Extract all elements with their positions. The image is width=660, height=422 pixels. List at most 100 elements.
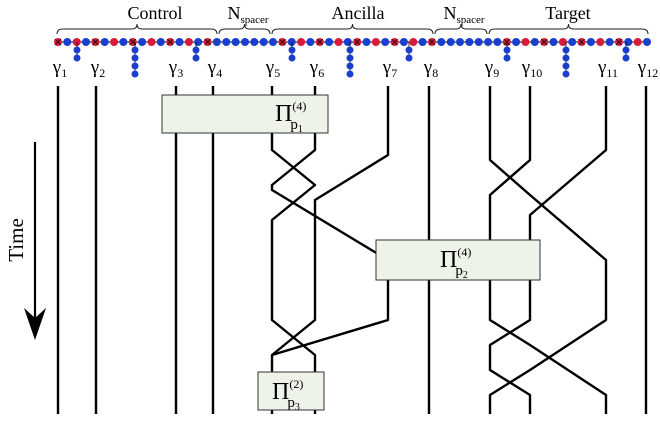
region-label: Control <box>127 3 182 23</box>
blue-site <box>156 38 165 46</box>
blue-dot <box>192 54 200 62</box>
blue-site <box>474 38 483 46</box>
blue-dot <box>131 46 139 54</box>
blue-site <box>446 38 455 46</box>
blue-site <box>399 38 408 46</box>
projector-label: Π(4)p1 <box>275 99 306 135</box>
blue-site <box>63 38 72 46</box>
blue-site <box>343 38 352 46</box>
worldline <box>270 86 317 414</box>
time-label: Time <box>4 218 28 262</box>
bond-cross <box>279 38 286 46</box>
blue-site <box>194 38 203 46</box>
gamma-label: γ10 <box>521 57 542 80</box>
worldline <box>488 86 608 414</box>
region-brace <box>218 23 271 35</box>
bond-cross <box>391 38 398 46</box>
bond-cross <box>353 38 361 46</box>
bond-cross <box>578 38 585 46</box>
projector-label: Π(2)p3 <box>272 377 303 413</box>
gamma-label: γ8 <box>423 57 438 80</box>
red-site <box>371 38 380 46</box>
blue-site <box>119 38 128 46</box>
blue-dot <box>622 54 630 62</box>
red-site <box>596 38 605 46</box>
blue-site <box>456 38 464 46</box>
blue-dot <box>346 62 354 70</box>
blue-dot <box>346 70 354 78</box>
blue-site <box>212 38 221 46</box>
projector-box: Π(2)p3 <box>257 371 325 413</box>
bond-cross <box>428 38 436 46</box>
blue-site <box>568 38 577 46</box>
red-site <box>558 38 567 46</box>
worldline <box>271 86 390 356</box>
blue-dot <box>562 46 570 54</box>
blue-site <box>605 38 614 46</box>
red-site <box>297 38 306 46</box>
blue-site <box>82 38 90 46</box>
time-arrow-head <box>24 308 46 340</box>
blue-dot <box>131 62 139 70</box>
blue-site <box>643 38 651 46</box>
blue-site <box>493 38 502 46</box>
region-label: Nspacer <box>227 3 268 26</box>
blue-dot <box>562 62 570 70</box>
region-brace <box>488 23 649 35</box>
region-brace <box>434 23 488 35</box>
red-site <box>147 38 156 46</box>
gamma-label: γ3 <box>168 57 183 80</box>
blue-dot <box>562 54 570 62</box>
blue-dot <box>503 46 511 54</box>
blue-dot <box>288 54 296 62</box>
blue-dot <box>346 54 354 62</box>
gamma-label: γ1 <box>52 57 67 80</box>
red-site <box>633 38 642 46</box>
blue-site <box>325 38 334 46</box>
blue-site <box>250 38 259 46</box>
gamma-label: γ6 <box>309 57 324 80</box>
blue-dot <box>288 46 296 54</box>
blue-dot <box>73 46 81 54</box>
blue-site <box>512 38 521 46</box>
region-brace <box>271 23 434 35</box>
blue-site <box>586 38 595 46</box>
blue-site <box>222 38 231 46</box>
bond-cross <box>92 38 99 46</box>
blue-site <box>138 38 147 46</box>
blue-dot <box>622 46 630 54</box>
red-site <box>110 38 119 46</box>
worldlines <box>56 86 648 414</box>
blue-site <box>175 38 184 46</box>
blue-dot <box>405 46 413 54</box>
region-braces <box>56 23 649 35</box>
blue-site <box>549 38 558 46</box>
red-site <box>521 38 530 46</box>
bond-cross <box>54 38 62 46</box>
worldline <box>488 86 608 414</box>
blue-dot <box>131 70 139 78</box>
blue-dot <box>346 46 354 54</box>
time-axis: Time <box>4 142 46 340</box>
blue-site <box>418 38 427 46</box>
gamma-label: γ7 <box>382 57 397 80</box>
bond-cross <box>316 38 324 46</box>
projector-box: Π(4)p2 <box>375 239 541 281</box>
gamma-label: γ11 <box>597 57 618 80</box>
gamma-label: γ4 <box>207 57 222 80</box>
blue-site <box>306 38 315 46</box>
region-label: Nspacer <box>443 3 484 26</box>
blue-site <box>259 38 268 46</box>
bond-cross <box>204 38 211 46</box>
blue-site <box>381 38 390 46</box>
blue-dot <box>192 46 200 54</box>
projector-label: Π(4)p2 <box>440 245 471 281</box>
blue-dot <box>131 54 139 62</box>
blue-site <box>231 38 240 46</box>
bond-cross <box>615 38 623 46</box>
region-label: Target <box>545 3 590 23</box>
blue-site <box>100 38 109 46</box>
red-site <box>184 38 193 46</box>
projector-box: Π(4)p1 <box>161 94 329 135</box>
